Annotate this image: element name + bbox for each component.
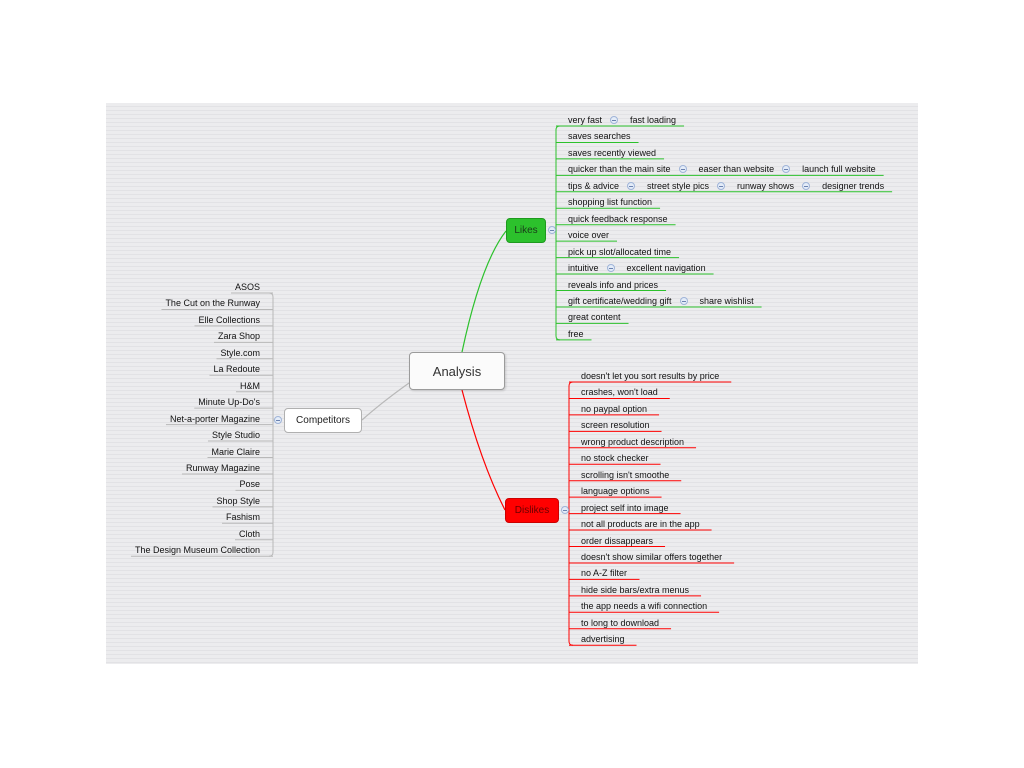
likes-topic[interactable]: Likes xyxy=(506,218,546,243)
likes-item[interactable]: voice over xyxy=(568,230,610,241)
likes-item[interactable]: shopping list function xyxy=(568,197,653,208)
competitors-item[interactable]: La Redoute xyxy=(213,364,260,375)
likes-item-collapse-toggle[interactable] xyxy=(717,181,726,190)
likes-topic-label: Likes xyxy=(514,225,538,236)
mind-map-canvas: very fast fast loading saves searches saves… xyxy=(106,103,918,664)
likes-item[interactable]: fast loading xyxy=(630,115,677,125)
likes-item[interactable]: tips & advice xyxy=(568,180,620,191)
competitors-item[interactable]: Net-a-porter Magazine xyxy=(169,413,260,424)
dislikes-item[interactable]: doesn't let you sort results by price xyxy=(581,371,720,381)
dislikes-item[interactable]: language options xyxy=(581,486,650,497)
competitors-trunk xyxy=(268,292,274,557)
dislikes-item[interactable]: wrong product description xyxy=(581,436,685,447)
competitors-collapse-toggle[interactable] xyxy=(274,416,282,424)
likes-item[interactable]: share wishlist xyxy=(699,295,754,306)
likes-item[interactable]: saves recently viewed xyxy=(568,147,657,158)
competitors-item[interactable]: H&M xyxy=(240,380,260,391)
likes-item-collapse-toggle[interactable] xyxy=(782,165,791,174)
branch-connectors xyxy=(130,125,893,646)
competitors-item[interactable]: Runway Magazine xyxy=(185,462,260,473)
likes-item[interactable]: reveals info and prices xyxy=(568,279,659,290)
dislikes-trunk xyxy=(568,381,574,646)
likes-trunk xyxy=(555,125,561,341)
likes-item[interactable]: runway shows xyxy=(737,180,795,191)
dislikes-connector xyxy=(461,389,506,511)
competitors-item[interactable]: Style.com xyxy=(220,347,260,358)
competitors-item[interactable]: Minute Up-Do's xyxy=(198,397,260,408)
likes-item-collapse-toggle[interactable] xyxy=(678,165,687,174)
likes-connector xyxy=(461,230,507,353)
likes-item[interactable]: very fast xyxy=(568,115,603,125)
likes-item[interactable]: intuitive xyxy=(568,263,599,274)
dislikes-item[interactable]: no paypal option xyxy=(581,403,648,414)
competitors-item[interactable]: Marie Claire xyxy=(211,446,260,457)
likes-item-collapse-toggle[interactable] xyxy=(802,181,811,190)
competitors-item[interactable]: Elle Collections xyxy=(198,314,260,325)
competitors-item[interactable]: Style Studio xyxy=(211,430,260,441)
dislikes-item[interactable]: project self into image xyxy=(581,502,669,513)
competitors-connector xyxy=(361,382,410,421)
dislikes-item[interactable]: advertising xyxy=(581,634,625,645)
dislikes-item[interactable]: crashes, won't load xyxy=(581,387,658,398)
competitors-topic[interactable]: Competitors xyxy=(284,408,362,433)
competitors-item[interactable]: ASOS xyxy=(234,282,260,292)
likes-item[interactable]: great content xyxy=(568,312,621,323)
dislikes-topic-label: Dislikes xyxy=(514,505,550,516)
likes-item[interactable]: easer than website xyxy=(698,164,775,175)
likes-item[interactable]: street style pics xyxy=(647,180,710,191)
likes-item[interactable]: free xyxy=(568,328,584,339)
dislikes-item[interactable]: doesn't show similar offers together xyxy=(581,551,723,562)
competitors-item[interactable]: Shop Style xyxy=(216,495,260,506)
central-topic[interactable]: Analysis xyxy=(409,352,505,390)
dislikes-topic[interactable]: Dislikes xyxy=(505,498,559,523)
dislikes-item[interactable]: order dissappears xyxy=(581,535,654,546)
likes-item[interactable]: saves searches xyxy=(568,131,631,142)
dislikes-item[interactable]: screen resolution xyxy=(581,420,650,431)
dislikes-item[interactable]: no stock checker xyxy=(581,453,649,464)
dislikes-item[interactable]: hide side bars/extra menus xyxy=(581,584,690,595)
likes-item[interactable]: launch full website xyxy=(802,164,876,175)
dislikes-item[interactable]: to long to download xyxy=(581,617,660,628)
dislikes-collapse-toggle[interactable] xyxy=(561,506,569,514)
dislikes-item[interactable]: the app needs a wifi connection xyxy=(581,601,708,612)
competitors-topic-label: Competitors xyxy=(296,415,350,426)
likes-item-collapse-toggle[interactable] xyxy=(679,296,688,305)
competitors-item[interactable]: The Cut on the Runway xyxy=(165,298,260,309)
likes-item-collapse-toggle[interactable] xyxy=(627,181,636,190)
competitors-item[interactable]: Cloth xyxy=(238,528,260,539)
likes-item[interactable]: excellent navigation xyxy=(626,263,706,274)
likes-item-collapse-toggle[interactable] xyxy=(606,264,615,273)
likes-item[interactable]: quicker than the main site xyxy=(568,164,671,175)
likes-item-collapse-toggle[interactable] xyxy=(610,116,618,124)
competitors-item[interactable]: Pose xyxy=(239,479,260,490)
dislikes-item[interactable]: scrolling isn't smoothe xyxy=(581,469,670,480)
central-topic-label: Analysis xyxy=(432,363,482,379)
likes-item[interactable]: designer trends xyxy=(822,180,885,191)
dislikes-item[interactable]: no A-Z filter xyxy=(581,568,628,579)
likes-item[interactable]: pick up slot/allocated time xyxy=(568,246,672,257)
dislikes-item[interactable]: not all products are in the app xyxy=(581,519,700,530)
likes-collapse-toggle[interactable] xyxy=(548,226,556,234)
competitors-item[interactable]: The Design Museum Collection xyxy=(134,545,260,556)
likes-item[interactable]: gift certificate/wedding gift xyxy=(568,295,672,306)
likes-item[interactable]: quick feedback response xyxy=(568,213,668,224)
competitors-item[interactable]: Fashism xyxy=(225,512,260,523)
competitors-item[interactable]: Zara Shop xyxy=(217,331,260,342)
